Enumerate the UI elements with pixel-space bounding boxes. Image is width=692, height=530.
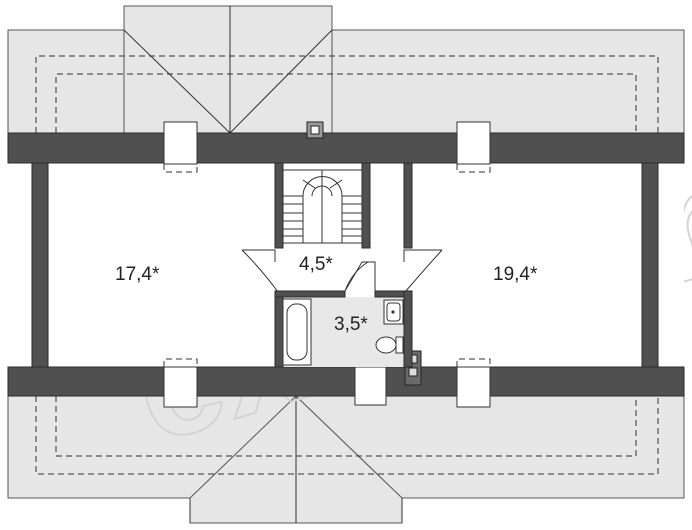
- room-label-left: 17,4*: [115, 264, 160, 285]
- room-label-right: 19,4*: [493, 264, 538, 285]
- roof-top: [7, 5, 685, 134]
- bathtub: [282, 298, 312, 366]
- toilet: [375, 336, 404, 354]
- sink: [383, 299, 404, 325]
- staircase: [274, 162, 371, 249]
- room-label-hall: 4,5*: [299, 254, 333, 275]
- hall-partitions: [241, 162, 443, 293]
- chimney-top: [306, 121, 324, 139]
- roof-windows: [163, 121, 491, 408]
- roof-bottom: [7, 395, 685, 524]
- walls: [7, 132, 685, 397]
- room-label-bathroom: 3,5*: [334, 314, 368, 335]
